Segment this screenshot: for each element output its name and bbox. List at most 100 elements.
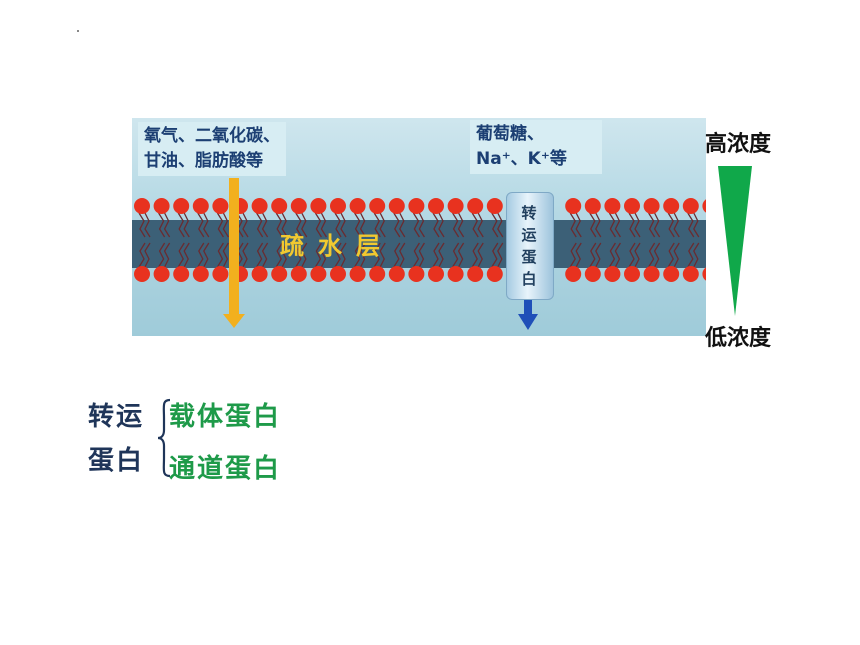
lipid-tail [667, 242, 680, 268]
lipid-head-bottom [682, 266, 699, 282]
lipid-tail [334, 212, 347, 238]
lipid-tail [158, 242, 171, 268]
lipid-head-top [369, 198, 386, 214]
lipid-tail [216, 242, 229, 268]
lipid-tail [216, 212, 229, 238]
lipid-head-bottom [565, 266, 582, 282]
lipid-head-bottom [369, 266, 386, 282]
lipid-tail [471, 212, 484, 238]
lipid-tail [687, 242, 700, 268]
lipid-tails [138, 212, 700, 268]
left-label-line2: 甘油、脂肪酸等 [144, 151, 263, 171]
lipid-head-top [134, 198, 150, 214]
left-substances-label: 氧气、二氧化碳、 甘油、脂肪酸等 [138, 122, 286, 176]
membrane-svg [134, 178, 706, 330]
corner-dot [77, 30, 79, 32]
lipid-tail [471, 242, 484, 268]
lipid-head-top [408, 198, 425, 214]
lipid-tail [452, 242, 465, 268]
lipid-head-top [271, 198, 288, 214]
lipid-tail [177, 242, 190, 268]
core-label: 疏水层 [280, 232, 394, 260]
lipid-head-bottom [212, 266, 229, 282]
lipid-tail [687, 212, 700, 238]
lipid-head-bottom [310, 266, 327, 282]
lipid-head-top [428, 198, 444, 214]
lipid-head-bottom [663, 266, 680, 282]
lipid-tail [236, 212, 249, 238]
lipid-head-bottom [192, 266, 209, 282]
lipid-head-bottom [388, 266, 405, 282]
lipid-tail [256, 242, 269, 268]
lipid-head-bottom [408, 266, 425, 282]
lipid-head-bottom [251, 266, 268, 282]
lipid-head-top [192, 198, 209, 214]
lipid-tail [648, 212, 661, 238]
lipid-tail [412, 242, 425, 268]
lipid-tail [295, 212, 308, 238]
lipid-tail [177, 212, 190, 238]
lipid-head-top [330, 198, 346, 214]
lipid-tail [491, 212, 504, 238]
left-label-line1: 氧气、二氧化碳、 [144, 126, 280, 146]
right-arrow-shaft [524, 296, 532, 316]
lipid-head-bottom [467, 266, 484, 282]
lipid-head-top [153, 198, 170, 214]
lipid-head-bottom [486, 266, 503, 282]
lipid-head-bottom [349, 266, 366, 282]
lipid-tail [354, 212, 367, 238]
lipid-head-bottom [153, 266, 170, 282]
lipid-tail [314, 242, 327, 268]
lipid-tail [393, 212, 406, 238]
lipid-head-top [604, 198, 621, 214]
lipid-tail [138, 242, 151, 268]
lipid-tail [158, 212, 171, 238]
lipid-head-top [467, 198, 484, 214]
lipid-tail [667, 212, 680, 238]
lipid-head-top [702, 199, 706, 213]
left-arrow-head [223, 314, 245, 328]
lipid-head-bottom [173, 266, 190, 282]
transport-protein-term-line1: 转运 [88, 402, 145, 432]
lipid-tail [432, 212, 445, 238]
lipid-head-top [447, 198, 464, 214]
lipid-head-bottom [330, 266, 346, 282]
lipid-head-top [584, 198, 601, 214]
lipid-head-bottom [702, 267, 706, 281]
lipid-head-top [624, 198, 640, 214]
membrane-diagram: 转运蛋白 疏水层 氧气、二氧化碳、 甘油、脂肪酸等 葡萄糖、 Na⁺、K⁺等 [132, 118, 706, 336]
lipid-tail [295, 242, 308, 268]
low-concentration-label: 低浓度 [705, 325, 772, 351]
concentration-gradient-triangle [718, 166, 752, 316]
lipid-tail [432, 242, 445, 268]
channel-protein-term: 通道蛋白 [169, 454, 282, 484]
lipid-head-top [663, 198, 680, 214]
lipid-tail [589, 242, 602, 268]
lipid-tail [197, 242, 210, 268]
lipid-head-bottom [290, 266, 307, 282]
lipid-tail [334, 242, 347, 268]
lipid-tail [648, 242, 661, 268]
right-label-line2: Na⁺、K⁺等 [476, 149, 567, 169]
lipid-head-top [173, 198, 190, 214]
lipid-tail [354, 242, 367, 268]
lipid-head-top [388, 198, 405, 214]
right-substances-label: 葡萄糖、 Na⁺、K⁺等 [470, 120, 602, 174]
lipid-tail [608, 242, 621, 268]
lipid-head-bottom [134, 266, 150, 282]
lipid-head-bottom [643, 266, 660, 282]
lipid-heads [134, 198, 706, 282]
lipid-tail [236, 242, 249, 268]
lipid-tail [275, 212, 288, 238]
lipid-tail [452, 212, 465, 238]
lipid-head-top [212, 198, 229, 214]
right-label-line1: 葡萄糖、 [476, 124, 544, 144]
lipid-head-top [290, 198, 307, 214]
lipid-tail [628, 212, 641, 238]
brace-icon [157, 398, 171, 478]
protein-label: 转运蛋白 [521, 204, 537, 288]
right-arrow [518, 296, 538, 330]
lipid-tail [314, 212, 327, 238]
lipid-tail [412, 212, 425, 238]
lipid-head-top [310, 198, 327, 214]
